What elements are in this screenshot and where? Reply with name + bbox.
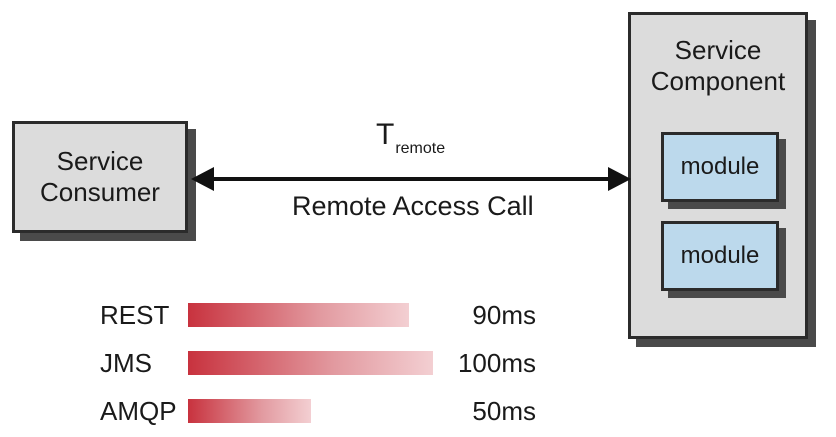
consumer-label-line1: Service <box>56 146 144 176</box>
component-label-line2: Component <box>650 66 786 96</box>
protocol-row: JMS 100ms <box>0 345 836 381</box>
module-box: module <box>661 132 779 202</box>
service-component-box: Service Component module module <box>628 12 808 339</box>
consumer-label-line2: Consumer <box>40 177 160 207</box>
arrow-head-right <box>608 167 631 191</box>
module-label: module <box>680 242 760 269</box>
t-remote-label: Tremote <box>376 118 445 166</box>
remote-access-call-label: Remote Access Call <box>292 191 534 221</box>
protocol-name: JMS <box>100 348 152 378</box>
protocol-row: AMQP 50ms <box>0 393 836 429</box>
component-title: Service Component <box>631 35 805 97</box>
module-label: module <box>680 153 760 180</box>
latency-bar <box>188 399 311 423</box>
latency-bar <box>188 303 409 327</box>
protocol-row: REST 90ms <box>0 297 836 333</box>
latency-bar <box>188 351 433 375</box>
service-consumer-box: Service Consumer <box>12 121 188 233</box>
protocol-name: REST <box>100 300 170 330</box>
module-box: module <box>661 221 779 291</box>
component-label-line1: Service <box>674 35 762 65</box>
protocol-name: AMQP <box>100 396 177 426</box>
latency-time: 100ms <box>457 348 536 378</box>
t-main: T <box>376 118 395 151</box>
t-subscript: remote <box>395 140 446 157</box>
latency-time: 90ms <box>472 300 536 330</box>
latency-time: 50ms <box>472 396 536 426</box>
arrow-head-left <box>191 167 214 191</box>
